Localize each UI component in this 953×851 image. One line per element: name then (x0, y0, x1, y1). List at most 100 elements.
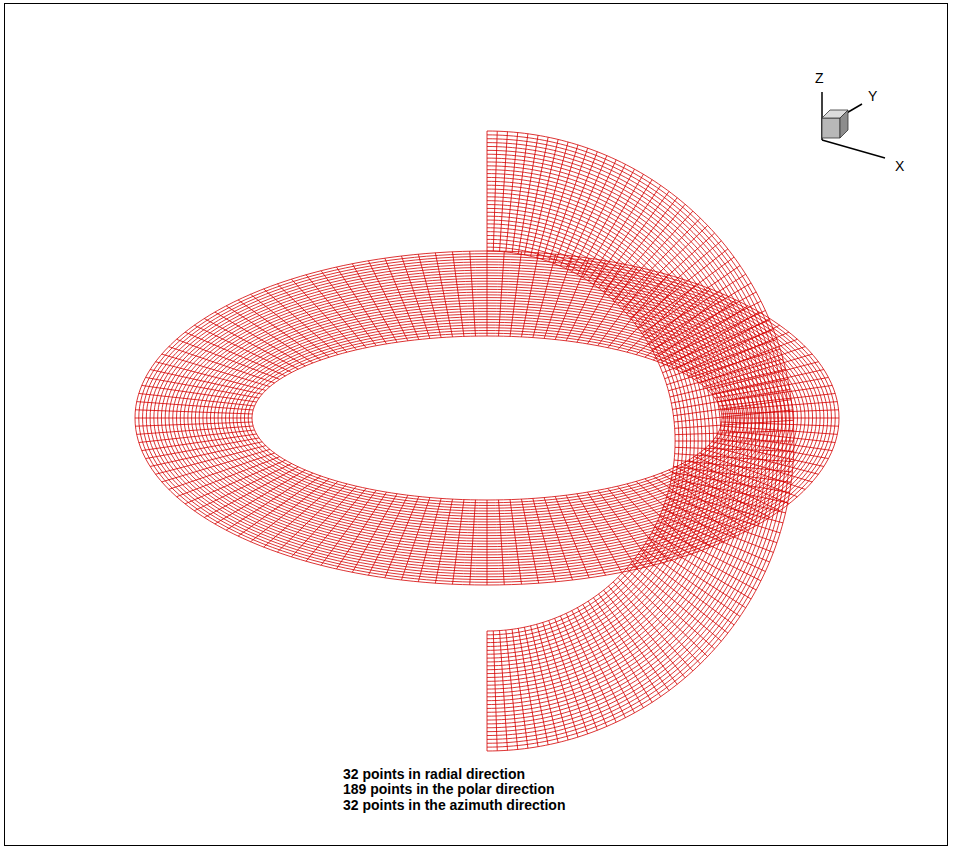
mesh-line (675, 447, 794, 451)
mesh-line (135, 422, 252, 426)
mesh-line (512, 629, 528, 748)
mesh-line (352, 494, 397, 573)
mesh-line (500, 132, 508, 252)
mesh-line (533, 254, 556, 337)
mesh-line (135, 410, 252, 414)
mesh-note: 32 points in the azimuth direction (343, 798, 565, 814)
mesh-line (142, 385, 257, 402)
mesh-line (544, 256, 572, 338)
mesh-line (156, 362, 266, 391)
mesh-line (238, 300, 321, 360)
mesh-line (655, 301, 761, 355)
mesh-line (337, 267, 387, 344)
mesh-line (631, 241, 722, 318)
mesh-line (452, 252, 463, 337)
mesh-line (156, 446, 266, 475)
mesh-line (577, 608, 634, 713)
mesh-line (470, 500, 476, 585)
mesh-line (506, 133, 518, 252)
mesh-line (642, 266, 740, 334)
mesh-line (487, 251, 488, 336)
mesh-line (306, 488, 366, 561)
mesh-line (593, 185, 660, 284)
mesh-line (608, 204, 685, 296)
mesh-line (543, 145, 578, 260)
mesh-line (241, 328, 734, 508)
mesh-line (291, 279, 356, 350)
mesh-line (162, 449, 270, 482)
mesh-line (572, 611, 626, 718)
mesh-line (264, 481, 338, 547)
mesh-line (435, 253, 452, 337)
mesh-line (177, 457, 280, 497)
mesh-line (142, 434, 257, 451)
mesh-line (162, 354, 270, 387)
mesh-line (401, 256, 429, 338)
mesh-line (487, 631, 488, 751)
mesh-line (233, 322, 741, 513)
mesh-line (248, 333, 726, 502)
mesh-line (135, 418, 252, 419)
mesh-line (599, 594, 669, 691)
mesh-line (215, 470, 305, 524)
mesh-line (660, 320, 769, 367)
mesh-line (207, 303, 768, 533)
mesh-line (487, 131, 488, 251)
mesh-line (139, 430, 255, 442)
mesh-line (674, 410, 792, 422)
mesh-line (635, 249, 728, 323)
mesh-line (560, 156, 606, 266)
mesh-line (675, 431, 794, 435)
mesh-line (204, 467, 298, 518)
mesh-line (667, 349, 780, 385)
plot-frame (5, 4, 948, 846)
mesh-line (544, 498, 572, 580)
mesh-line (566, 160, 616, 269)
mesh-line (291, 486, 356, 557)
mesh-line (218, 311, 756, 524)
mesh-line (452, 500, 463, 585)
mesh-line (277, 284, 347, 352)
mesh-line (487, 131, 794, 751)
mesh-line (521, 499, 538, 583)
mesh-line (226, 306, 313, 363)
mesh-line (169, 347, 275, 383)
mesh-line (146, 438, 259, 459)
mesh-line (670, 485, 786, 513)
mesh-line (487, 243, 683, 638)
mesh-line (672, 389, 789, 409)
mesh-line (487, 220, 706, 662)
mesh-line (210, 306, 763, 530)
mesh-line (277, 484, 347, 552)
band-mesh (487, 131, 794, 751)
mesh-line (418, 254, 441, 337)
mesh-line (487, 239, 687, 642)
cube-face (822, 118, 840, 138)
mesh-line (675, 420, 794, 428)
mesh-line (674, 460, 792, 472)
mesh-line (506, 630, 518, 749)
mesh-line (652, 292, 756, 350)
mesh-line (510, 500, 521, 585)
mesh-line (135, 251, 839, 585)
mesh-line (321, 271, 376, 346)
mesh-line (252, 336, 722, 500)
mesh-line (587, 492, 637, 569)
mesh-note: 189 points in the polar direction (343, 782, 555, 798)
mesh-line (543, 622, 578, 737)
mesh-line (588, 180, 652, 281)
mesh-line (385, 496, 419, 577)
mesh-line (510, 252, 521, 337)
axis-label: X (895, 158, 904, 174)
mesh-line (667, 497, 780, 533)
mesh-line (137, 402, 253, 410)
mesh-line (608, 586, 685, 678)
mesh-line (566, 495, 605, 575)
mesh-line (418, 498, 441, 581)
mesh-line (627, 233, 715, 313)
mesh-line (500, 631, 508, 751)
mesh-line (150, 442, 262, 467)
mesh-line (499, 251, 505, 336)
mesh-line (226, 473, 313, 530)
mesh-line (487, 236, 690, 647)
